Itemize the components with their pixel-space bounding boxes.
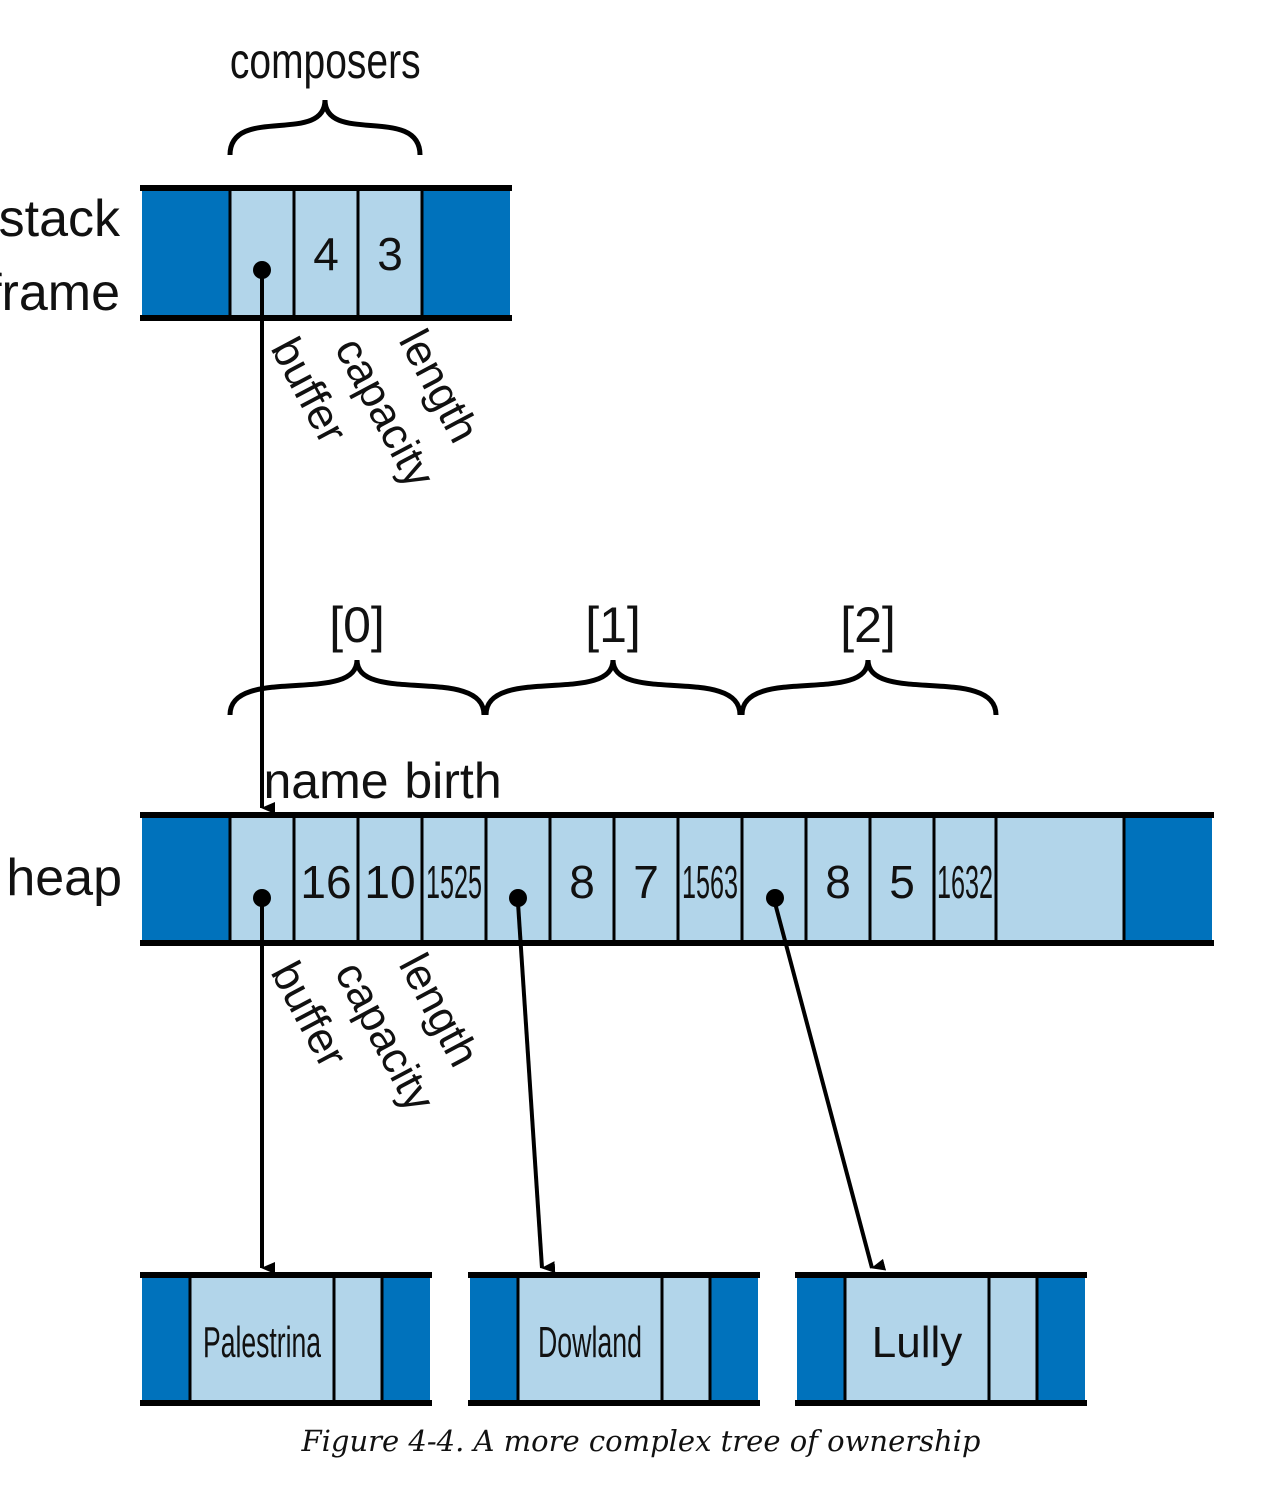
element-2-birth: 1632 bbox=[937, 856, 993, 908]
string-buffer-dowland bbox=[468, 1272, 760, 1406]
birth-label: birth bbox=[404, 753, 501, 809]
element-0-name-length: 10 bbox=[364, 856, 415, 908]
element-2-brace bbox=[739, 659, 999, 716]
element-1-brace bbox=[483, 659, 743, 716]
element-1-birth: 1563 bbox=[682, 856, 738, 908]
string-lully: Lully bbox=[872, 1318, 963, 1367]
string-palestrina: Palestrina bbox=[203, 1318, 321, 1367]
element-0-buffer-pointer-dot bbox=[253, 889, 271, 907]
name-label: name bbox=[263, 753, 388, 809]
stack-buffer-pointer-dot bbox=[253, 261, 271, 279]
element-0-birth: 1525 bbox=[426, 856, 482, 908]
index-1-label: [1] bbox=[585, 597, 641, 653]
stack-label: stack bbox=[0, 190, 121, 248]
index-2-label: [2] bbox=[840, 597, 896, 653]
string-buffer-palestrina bbox=[140, 1272, 432, 1406]
element-1-name-length: 7 bbox=[633, 856, 659, 908]
heap-buffer bbox=[140, 812, 1214, 946]
element-1-to-string-arrow bbox=[516, 902, 556, 1274]
composers-label: composers bbox=[230, 32, 421, 89]
element-0-name-capacity: 16 bbox=[300, 856, 351, 908]
element-0-brace bbox=[227, 659, 487, 716]
heap-label: heap bbox=[6, 849, 122, 907]
stack-capacity-value: 4 bbox=[313, 228, 339, 280]
element-2-to-string-arrow bbox=[773, 902, 887, 1271]
index-0-label: [0] bbox=[329, 597, 385, 653]
ownership-diagram: composers stack frame 4 3 buffer capacit… bbox=[0, 32, 1214, 1406]
frame-label: frame bbox=[0, 264, 120, 322]
figure-caption: Figure 4-4. A more complex tree of owner… bbox=[301, 1424, 981, 1458]
element-1-buffer-pointer-dot bbox=[509, 889, 527, 907]
string-buffer-lully bbox=[795, 1272, 1087, 1406]
stack-frame bbox=[140, 185, 512, 321]
element-2-name-length: 5 bbox=[889, 856, 915, 908]
element-2-buffer-pointer-dot bbox=[766, 889, 784, 907]
stack-length-value: 3 bbox=[377, 228, 403, 280]
string-dowland: Dowland bbox=[538, 1318, 642, 1367]
element-2-name-capacity: 8 bbox=[825, 856, 851, 908]
composers-brace bbox=[227, 99, 423, 156]
element-1-name-capacity: 8 bbox=[569, 856, 595, 908]
